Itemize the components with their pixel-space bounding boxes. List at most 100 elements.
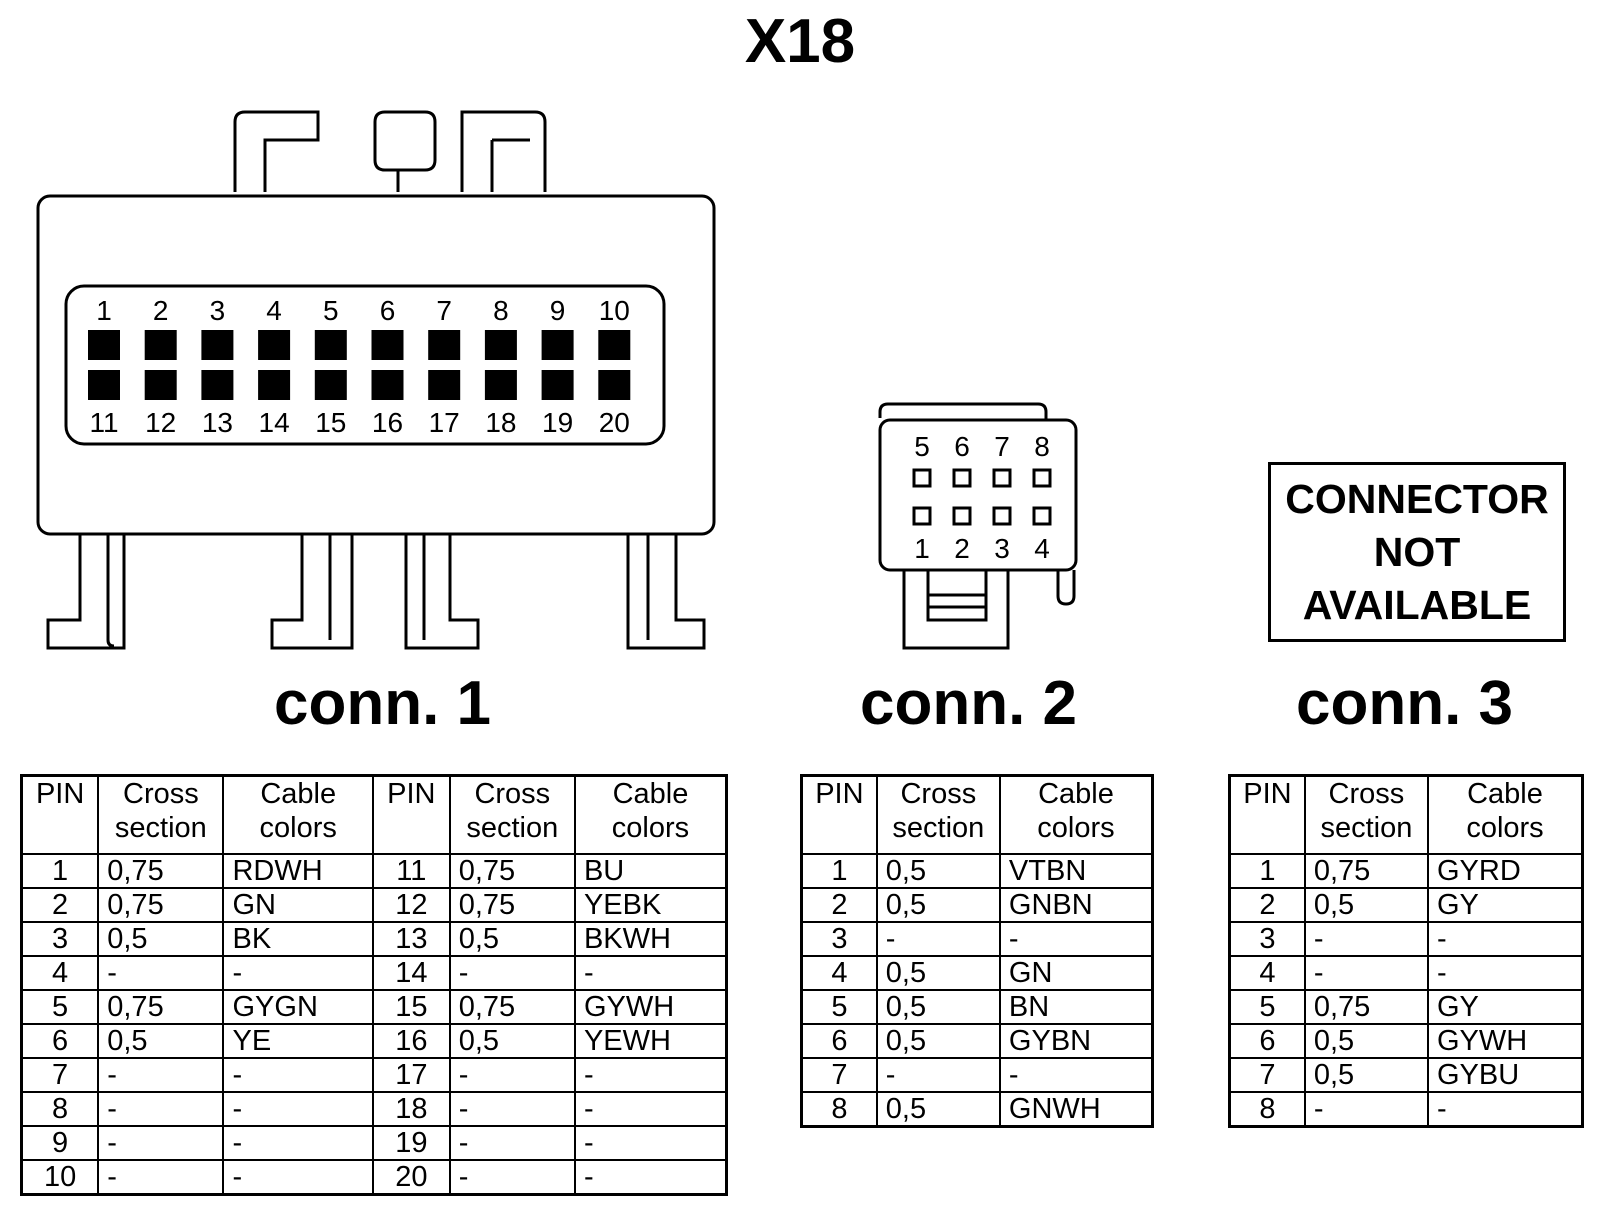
conn-2-pin-number: 1: [914, 533, 930, 564]
conn-1-pin-top: [371, 330, 404, 360]
cable-color-cell: VTBN: [998, 853, 1154, 889]
cable-color-cell: -: [1426, 921, 1584, 957]
pin-number-cell: 10: [20, 1159, 100, 1196]
cable-color-cell: -: [573, 1091, 728, 1127]
pin-number-cell: 14: [371, 955, 451, 991]
pin-number-cell: 5: [800, 989, 878, 1025]
cable-color-cell: GYWH: [573, 989, 728, 1025]
conn-1-pin-number: 19: [542, 407, 573, 438]
cable-color-cell: YE: [222, 1023, 374, 1059]
cable-color-cell: GNWH: [998, 1091, 1154, 1128]
cross-section-cell: 0,5: [875, 853, 1001, 889]
table-row: 4--: [1228, 955, 1584, 991]
pin-number-cell: 6: [20, 1023, 100, 1059]
conn-1-pin-window: [64, 284, 666, 446]
conn-1-pin-table: PIN Cross section Cable colors PIN Cross…: [20, 774, 728, 1196]
header-cross-section: Cross section: [97, 774, 225, 855]
header-cable-colors: Cable colors: [998, 774, 1154, 855]
conn-3-label: conn. 3: [1296, 669, 1514, 738]
cable-color-cell: -: [1426, 1091, 1584, 1128]
cable-color-cell: -: [222, 1091, 374, 1127]
pin-number-cell: 3: [1228, 921, 1306, 957]
conn-1-pin-number: 5: [323, 295, 339, 326]
diagram-title: X18: [744, 7, 856, 76]
conn-1-pin-top: [541, 330, 574, 360]
cross-section-cell: 0,75: [97, 853, 225, 889]
conn-1-pin-number: 6: [380, 295, 396, 326]
not-available-line: AVAILABLE: [1302, 581, 1532, 628]
cable-color-cell: -: [998, 921, 1154, 957]
conn-2-latch: [902, 570, 1010, 650]
conn-1-pin-number: 3: [210, 295, 226, 326]
conn-1-pin-number: 10: [599, 295, 630, 326]
cross-section-cell: -: [1303, 1091, 1429, 1128]
cross-section-cell: 0,75: [1303, 989, 1429, 1025]
cable-color-cell: GN: [998, 955, 1154, 991]
conn-2-pin-number: 5: [914, 431, 930, 462]
pin-number-cell: 17: [371, 1057, 451, 1093]
conn-1-pin-bottom: [88, 370, 120, 400]
cross-section-cell: 0,5: [448, 1023, 576, 1059]
pin-number-cell: 4: [20, 955, 100, 991]
conn-1-pin-top: [201, 330, 234, 360]
pin-number-cell: 2: [1228, 887, 1306, 923]
cable-color-cell: YEWH: [573, 1023, 728, 1059]
cross-section-cell: 0,5: [875, 1023, 1001, 1059]
cable-color-cell: YEBK: [573, 887, 728, 923]
header-pin: PIN: [800, 774, 878, 855]
cable-color-cell: -: [222, 1125, 374, 1161]
pin-number-cell: 8: [1228, 1091, 1306, 1128]
conn-1-left-latch: [233, 110, 320, 192]
conn-1-label: conn. 1: [274, 669, 492, 738]
cable-color-cell: BKWH: [573, 921, 728, 957]
table-row: 9--19--: [20, 1125, 728, 1161]
pin-number-cell: 12: [371, 887, 451, 923]
cable-color-cell: -: [222, 1159, 374, 1196]
cable-color-cell: -: [573, 955, 728, 991]
pin-number-cell: 7: [20, 1057, 100, 1093]
cable-color-cell: GYBN: [998, 1023, 1154, 1059]
cross-section-cell: 0,75: [448, 989, 576, 1025]
conn-1-pin-bottom: [201, 370, 234, 400]
cross-section-cell: 0,5: [1303, 1023, 1429, 1059]
cable-color-cell: GYRD: [1426, 853, 1584, 889]
pin-number-cell: 1: [20, 853, 100, 889]
conn-1-pin-number: 11: [89, 407, 118, 438]
cable-color-cell: GYGN: [222, 989, 374, 1025]
not-available-line: NOT: [1373, 528, 1461, 575]
table-header-row: PIN Cross section Cable colors: [1228, 774, 1584, 855]
table-row: 7--: [800, 1057, 1154, 1093]
table-row: 8--: [1228, 1091, 1584, 1128]
pin-number-cell: 7: [800, 1057, 878, 1093]
pin-number-cell: 11: [371, 853, 451, 889]
pin-number-cell: 8: [20, 1091, 100, 1127]
cable-color-cell: -: [573, 1057, 728, 1093]
cross-section-cell: 0,5: [97, 921, 225, 957]
cable-color-cell: BK: [222, 921, 374, 957]
conn-2-pin-bottom: [952, 506, 972, 526]
conn-2-body: [878, 418, 1078, 572]
conn-2-pin-top: [912, 468, 932, 488]
cable-color-cell: GY: [1426, 887, 1584, 923]
conn-2-pin-number: 4: [1034, 533, 1050, 564]
conn-1-body: [36, 194, 716, 536]
conn-1-pin-number: 8: [493, 295, 509, 326]
cross-section-cell: 0,5: [875, 887, 1001, 923]
pin-number-cell: 18: [371, 1091, 451, 1127]
conn-1-pin-number: 13: [202, 407, 233, 438]
cross-section-cell: 0,5: [875, 989, 1001, 1025]
